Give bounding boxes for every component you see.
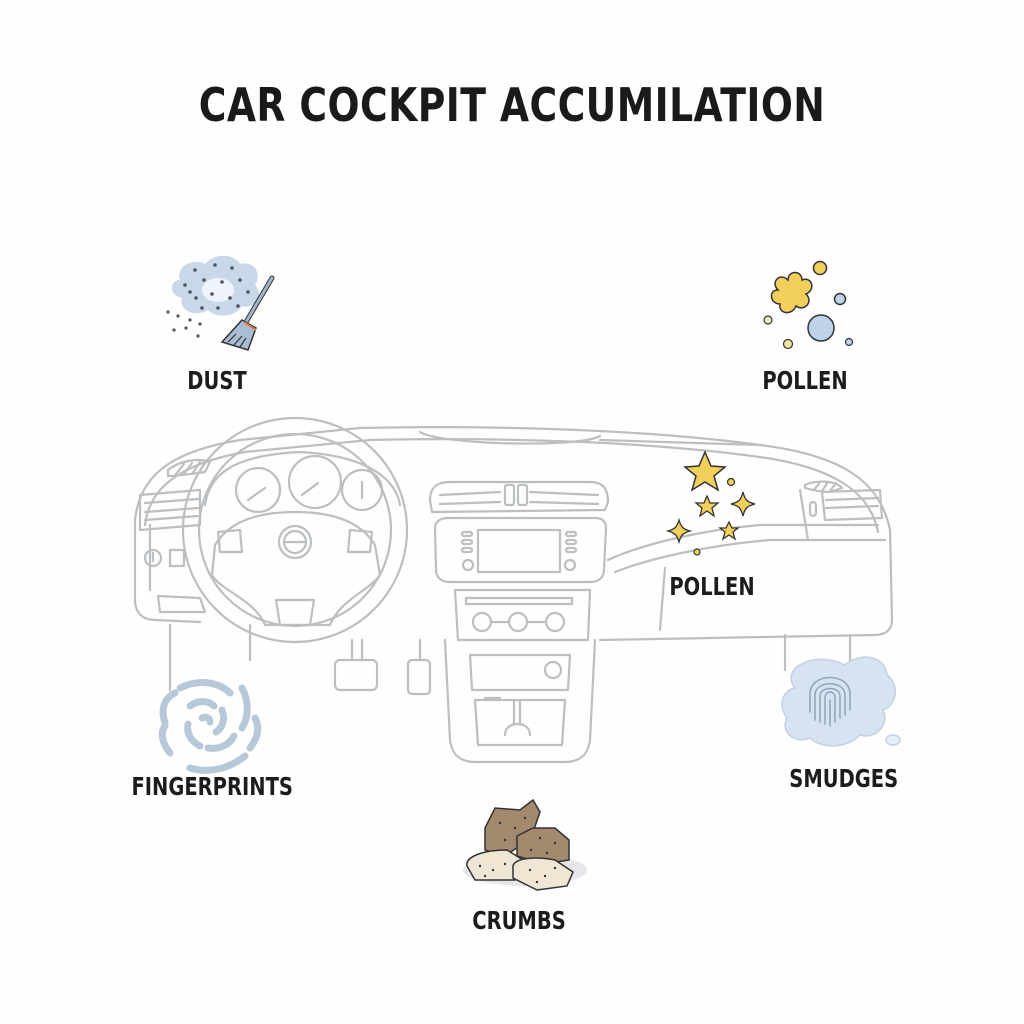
dust-cloud-broom-icon [166,255,275,351]
fingerprints-label: FINGERPRINTS [131,772,293,801]
pollen-label-top: POLLEN [762,366,848,395]
fingerprint-swirl-icon [158,679,262,774]
page-title: CAR COCKPIT ACCUMILATION [198,78,826,132]
dust-label: DUST [187,366,247,395]
crumbs-label: CRUMBS [472,906,566,935]
crumbs-icon [463,798,587,891]
smudge-fingerprint-icon [781,656,901,747]
pollen-flower-icon [763,260,854,350]
smudges-label: SMUDGES [789,764,899,793]
pollen-label-dash: POLLEN [669,572,755,601]
sparkle-stars-icon [665,450,756,556]
